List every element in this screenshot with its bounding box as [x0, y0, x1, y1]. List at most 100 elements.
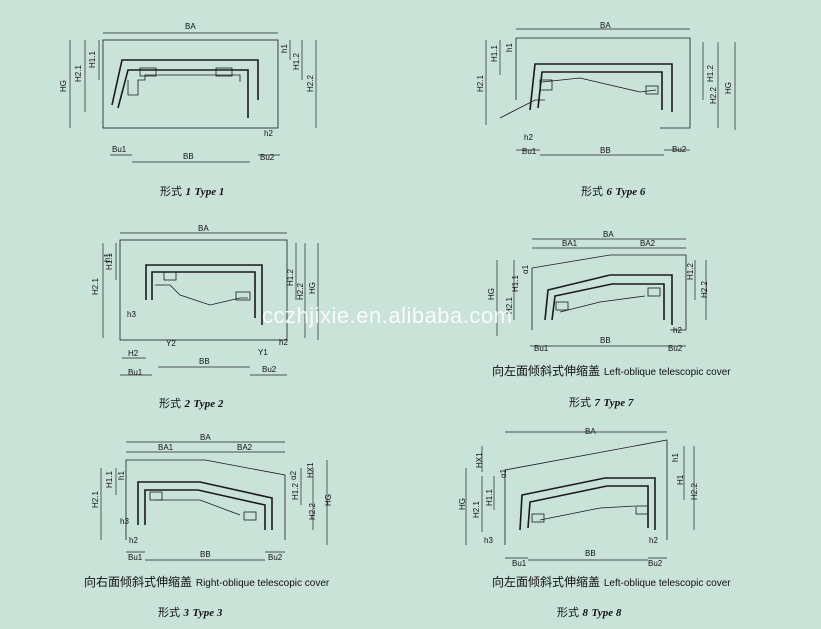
label-H1.1: H1.1 [485, 489, 494, 506]
label-alpha1: α1 [499, 468, 508, 478]
label-alpha1: α1 [521, 264, 530, 274]
label-BA: BA [200, 433, 211, 442]
label-H1: H1 [676, 474, 685, 485]
label-BA2: BA2 [640, 239, 656, 248]
label-BA: BA [198, 224, 209, 233]
label-BA2: BA2 [237, 443, 253, 452]
label-h1: h1 [103, 253, 112, 262]
caption-type1: 形式 1 Type 1 [160, 183, 224, 199]
label-BA: BA [600, 21, 611, 30]
caption-zh: 形式 [557, 606, 579, 619]
caption-num: 1 [185, 186, 192, 198]
label-BA: BA [603, 230, 614, 239]
label-H1.2: H1.2 [286, 269, 295, 286]
caption-zh: 形式 [159, 397, 181, 410]
label-BB: BB [585, 549, 596, 558]
diagram-type1: BA HG H2.1 H1.1 h1 H1.2 H2.2 Bu1 BB Bu2 … [59, 22, 317, 163]
caption-en: Type 6 [615, 186, 646, 198]
label-H2.1: H2.1 [505, 297, 514, 314]
caption-en: Type 2 [193, 398, 224, 410]
label-Bu1: Bu1 [522, 147, 537, 156]
diagram-type3: BA BA1 BA2 H2.1 H1.1 h1 h3 α2 HX1 H1.2 H… [91, 433, 333, 562]
description-type3: 向右面倾斜式伸缩盖 Right-oblique telescopic cover [84, 573, 329, 590]
label-Bu1: Bu1 [112, 145, 127, 154]
label-BA: BA [185, 22, 196, 31]
label-Bu2: Bu2 [268, 553, 283, 562]
label-HG: HG [458, 498, 467, 510]
label-H1.1: H1.1 [105, 471, 114, 488]
diagram-type8: BA HG HX1 H2.1 H1.1 α1 h3 h1 H1 H2.2 h2 … [458, 427, 699, 568]
caption-num: 8 [582, 607, 589, 619]
label-H2.1: H2.1 [91, 278, 100, 295]
label-h2: h2 [649, 536, 658, 545]
label-HG: HG [324, 494, 333, 506]
label-H2.1: H2.1 [472, 501, 481, 518]
caption-type7: 形式 7 Type 7 [569, 394, 633, 410]
label-BB: BB [183, 152, 194, 161]
label-H1.1: H1.1 [88, 51, 97, 68]
caption-num: 7 [594, 397, 601, 409]
desc-zh: 向右面倾斜式伸缩盖 [84, 575, 193, 589]
label-h1: h1 [671, 453, 680, 462]
label-HX1: HX1 [475, 452, 484, 468]
label-h3: h3 [120, 517, 129, 526]
label-H1.2: H1.2 [686, 263, 695, 280]
caption-zh: 形式 [160, 185, 182, 198]
label-H2.2: H2.2 [296, 283, 305, 300]
label-H1.2: H1.2 [706, 65, 715, 82]
desc-zh: 向左面倾斜式伸缩盖 [492, 575, 601, 589]
caption-type8: 形式 8 Type 8 [557, 604, 621, 620]
caption-zh: 形式 [158, 606, 180, 619]
label-Bu2: Bu2 [262, 365, 277, 374]
description-type8: 向左面倾斜式伸缩盖 Left-oblique telescopic cover [492, 573, 731, 590]
label-Y2: Y2 [166, 339, 176, 348]
label-H2.2: H2.2 [700, 281, 709, 298]
label-Bu1: Bu1 [534, 344, 549, 353]
desc-en: Left-oblique telescopic cover [603, 578, 731, 589]
caption-num: 6 [606, 186, 613, 198]
label-H2.2: H2.2 [308, 503, 317, 520]
label-H1.2: H1.2 [292, 53, 301, 70]
caption-type6: 形式 6 Type 6 [581, 183, 645, 199]
label-BA: BA [585, 427, 596, 436]
caption-en: Type 8 [591, 607, 622, 619]
label-Bu1: Bu1 [128, 553, 143, 562]
label-H2: H2 [128, 349, 139, 358]
label-h1: h1 [117, 471, 126, 480]
caption-num: 2 [184, 398, 191, 410]
label-HG: HG [59, 80, 68, 92]
label-H1.1: H1.1 [105, 253, 114, 270]
label-H2.2: H2.2 [306, 75, 315, 92]
label-H2.1: H2.1 [476, 75, 485, 92]
desc-zh: 向左面倾斜式伸缩盖 [492, 364, 601, 378]
label-H2.2: H2.2 [690, 483, 699, 500]
label-h2: h2 [129, 536, 138, 545]
label-h3: h3 [484, 536, 493, 545]
label-h2: h2 [279, 338, 288, 347]
caption-en: Type 1 [194, 186, 225, 198]
caption-zh: 形式 [581, 185, 603, 198]
label-Bu2: Bu2 [672, 145, 687, 154]
label-h3: h3 [127, 310, 136, 319]
label-h1: h1 [280, 44, 289, 53]
label-alpha2: α2 [289, 470, 298, 480]
label-h2: h2 [673, 326, 682, 335]
label-Bu2: Bu2 [260, 153, 275, 162]
label-Bu1: Bu1 [512, 559, 527, 568]
label-BB: BB [600, 146, 611, 155]
label-H1.1: H1.1 [490, 45, 499, 62]
label-HX1: HX1 [306, 462, 315, 478]
watermark: cczhjixie.en.alibaba.com [262, 303, 513, 328]
label-BB: BB [199, 357, 210, 366]
label-H2.1: H2.1 [91, 491, 100, 508]
label-BB: BB [200, 550, 211, 559]
label-Y1: Y1 [258, 348, 268, 357]
caption-zh: 形式 [569, 396, 591, 409]
label-BB: BB [600, 336, 611, 345]
caption-en: Type 7 [603, 397, 634, 409]
desc-en: Right-oblique telescopic cover [195, 578, 330, 589]
label-h2: h2 [524, 133, 533, 142]
caption-en: Type 3 [192, 607, 223, 619]
label-HG: HG [308, 282, 317, 294]
